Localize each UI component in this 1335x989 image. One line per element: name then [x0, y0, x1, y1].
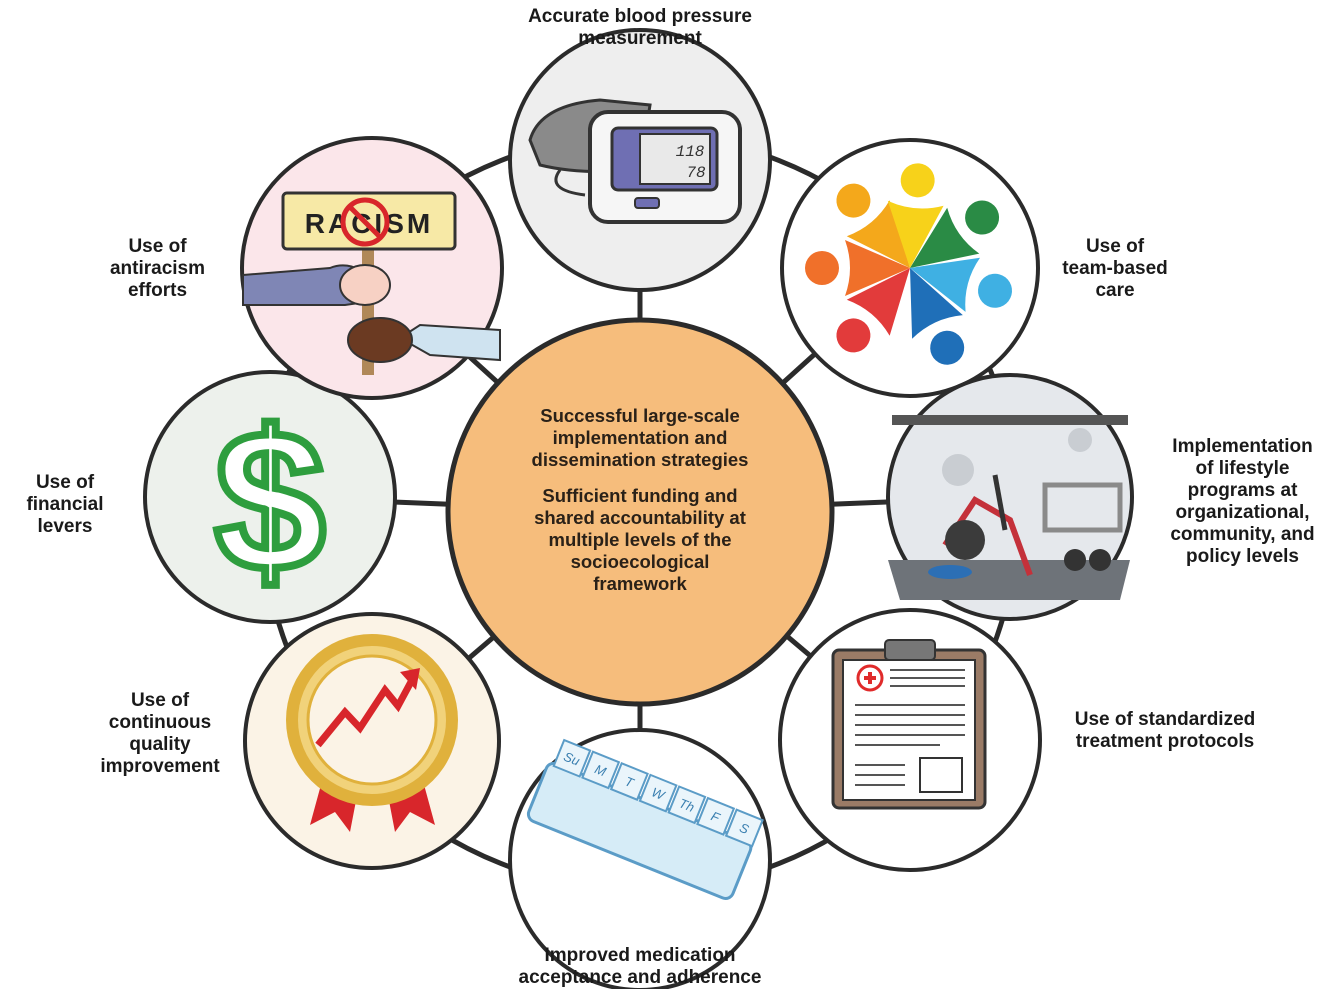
node-medication: Su M T W Th F S [508, 728, 772, 989]
label-lifestyle: Implementation of lifestyle programs at … [1150, 436, 1335, 568]
clipboard-icon [831, 639, 987, 810]
gym-icon [888, 415, 1130, 600]
label-antiracism: Use of antiracism efforts [85, 236, 230, 302]
center-line: socioecological [570, 551, 710, 572]
center-circle [445, 317, 835, 707]
label-line: Use of [35, 472, 95, 493]
label-line: acceptance and adherence [518, 967, 762, 988]
label-financial: Use of financial levers [5, 472, 125, 538]
label-line: levers [37, 516, 93, 537]
node-quality [243, 612, 501, 870]
label-line: improvement [100, 756, 220, 777]
label-blood-pressure: Accurate blood pressure measurement [470, 6, 810, 50]
label-line: team-based [1062, 258, 1168, 279]
label-line: treatment protocols [1075, 731, 1255, 752]
center-line: framework [593, 573, 687, 594]
node-team-care [780, 138, 1040, 398]
label-line: programs at [1187, 480, 1298, 501]
label-line: community, and [1170, 524, 1315, 545]
team-people-icon [805, 163, 1013, 365]
bp-monitor-icon: 118 78 [528, 98, 742, 224]
center-line: multiple levels of the [548, 529, 732, 550]
award-ribbon-icon [286, 634, 458, 832]
center-line: Sufficient funding and [542, 485, 738, 506]
label-line: continuous [108, 712, 212, 733]
center-text: Successful large-scale implementation an… [470, 405, 810, 595]
label-team-care: Use of team-based care [1040, 236, 1190, 302]
label-line: efforts [127, 280, 188, 301]
node-protocols [778, 608, 1042, 872]
label-line: care [1095, 280, 1135, 301]
label-line: Use of [130, 690, 190, 711]
bp-systolic: 118 [676, 143, 705, 161]
label-quality: Use of continuous quality improvement [80, 690, 240, 778]
protest-sign-icon: RACISM [242, 191, 501, 375]
label-medication: Improved medication acceptance and adher… [470, 945, 810, 989]
pill-day-su: Su [562, 749, 582, 769]
label-line: quality [129, 734, 191, 755]
center-line: Successful large-scale [540, 405, 740, 426]
label-protocols: Use of standardized treatment protocols [1045, 709, 1285, 753]
dollar-icon: $ [214, 390, 325, 613]
node-lifestyle [886, 373, 1134, 621]
label-line: Improved medication [544, 945, 736, 966]
label-line: Use of standardized [1074, 709, 1256, 730]
pill-day-th: Th [677, 795, 697, 815]
label-line: Accurate blood pressure [528, 6, 752, 27]
label-line: of lifestyle [1195, 458, 1290, 479]
center-line: implementation and [552, 427, 728, 448]
pill-organizer-icon: Su M T W Th F S [526, 738, 764, 900]
node-financial: $ [143, 370, 397, 624]
label-line: measurement [578, 28, 702, 49]
node-blood-pressure: 118 78 [508, 28, 772, 292]
label-line: Implementation [1172, 436, 1313, 457]
center-line: shared accountability at [534, 507, 746, 528]
label-line: policy levels [1185, 546, 1299, 567]
node-antiracism: RACISM [240, 136, 504, 400]
label-line: antiracism [109, 258, 206, 279]
label-line: financial [26, 494, 104, 515]
label-line: Use of [128, 236, 187, 257]
bp-diastolic: 78 [686, 164, 706, 182]
label-line: Use of [1085, 236, 1145, 257]
center-line: dissemination strategies [531, 449, 749, 470]
label-line: organizational, [1175, 502, 1310, 523]
